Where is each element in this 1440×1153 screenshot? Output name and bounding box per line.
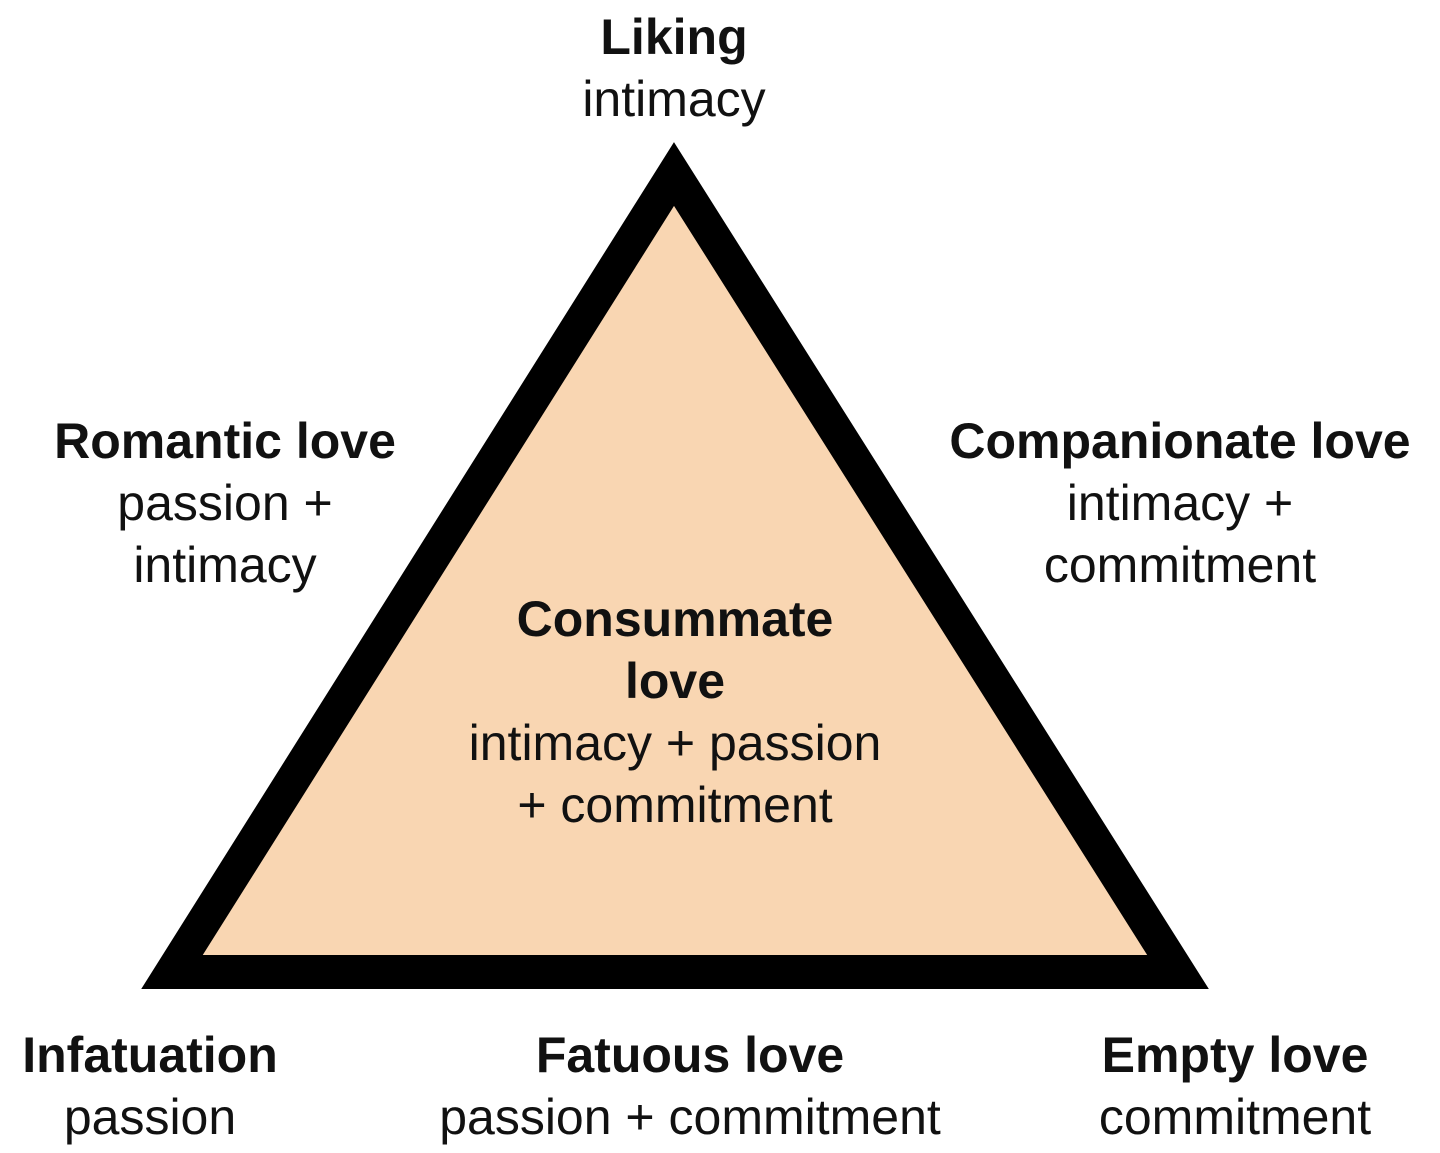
node-liking-sub: intimacy	[582, 71, 766, 127]
node-romantic-love-sub-line2: intimacy	[133, 537, 317, 593]
triangle-shape	[172, 174, 1178, 972]
node-liking: Liking intimacy	[474, 6, 874, 130]
node-empty-love-title: Empty love	[1101, 1027, 1369, 1083]
node-companionate-love-title: Companionate love	[949, 413, 1411, 469]
triangle-border	[141, 142, 1209, 989]
node-fatuous-love-title: Fatuous love	[535, 1027, 845, 1083]
node-companionate-love-sub-line2: commitment	[1043, 537, 1317, 593]
node-companionate-love: Companionate love intimacy + commitment	[920, 410, 1440, 596]
node-romantic-love-sub-line1: passion +	[117, 475, 333, 531]
node-consummate-love-title-line2: love	[624, 653, 726, 709]
node-liking-title: Liking	[600, 9, 748, 65]
node-fatuous-love: Fatuous love passion + commitment	[400, 1024, 980, 1148]
node-infatuation: Infatuation passion	[0, 1024, 300, 1148]
node-companionate-love-sub-line1: intimacy +	[1066, 475, 1294, 531]
node-infatuation-title: Infatuation	[22, 1027, 278, 1083]
node-empty-love-sub: commitment	[1098, 1089, 1372, 1145]
node-romantic-love: Romantic love passion + intimacy	[20, 410, 430, 596]
node-consummate-love-sub-line1: intimacy + passion	[468, 715, 882, 771]
node-consummate-love-sub-line2: + commitment	[517, 777, 833, 833]
node-infatuation-sub: passion	[63, 1089, 237, 1145]
node-consummate-love-title-line1: Consummate	[516, 591, 834, 647]
node-consummate-love: Consummate love intimacy + passion + com…	[430, 588, 920, 836]
node-fatuous-love-sub: passion + commitment	[439, 1089, 941, 1145]
node-empty-love: Empty love commitment	[1070, 1024, 1400, 1148]
node-romantic-love-title: Romantic love	[54, 413, 396, 469]
